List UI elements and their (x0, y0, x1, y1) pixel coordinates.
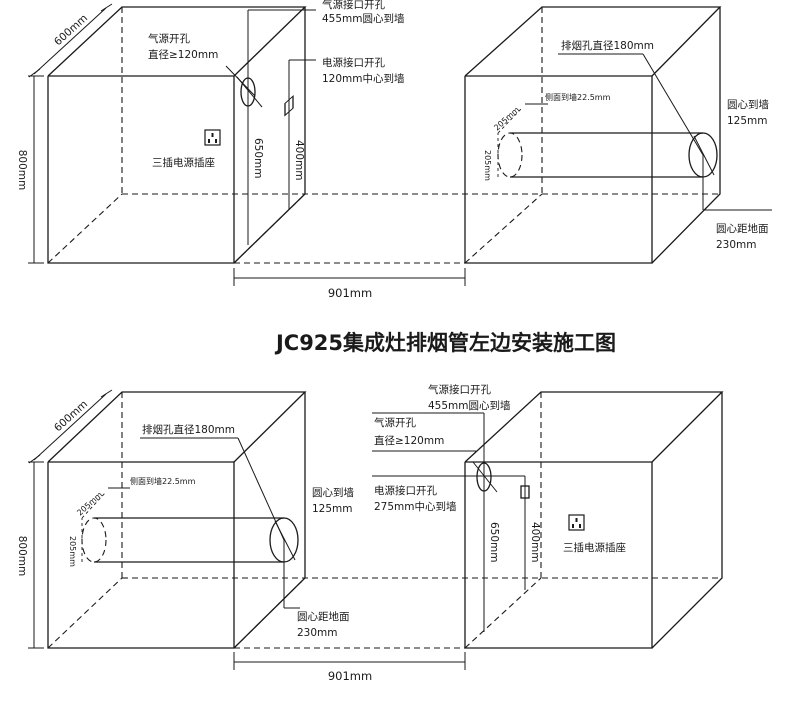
bottom-exhaust-label: 排烟孔直径180mm (142, 423, 235, 436)
top-gas-dia-label-2: 直径≥120mm (148, 48, 218, 61)
bottom-height-label: 800mm (16, 536, 28, 577)
top-center-floor-2: 230mm (716, 239, 757, 251)
top-side-wall-label: 侧面到墙22.5mm (545, 92, 611, 102)
top-center-wall-1: 圆心到墙 (727, 98, 769, 111)
bottom-400-label: 400mm (529, 522, 541, 563)
top-left-cube-front (47, 75, 235, 264)
bottom-center-wall-1: 圆心到墙 (312, 486, 354, 499)
bottom-center-floor-2: 230mm (297, 627, 338, 639)
top-right-cube-top (464, 6, 722, 77)
bottom-650-label: 650mm (488, 522, 500, 563)
top-floor-depth-right (464, 193, 543, 264)
bottom-side-wall-label: 侧面到墙22.5mm (130, 476, 196, 486)
top-power-label-1: 电源接口开孔 (322, 56, 385, 69)
bottom-center-wall-2: 125mm (312, 503, 353, 515)
top-height-label: 800mm (16, 150, 28, 191)
top-center-floor-1: 圆心距地面 (716, 222, 769, 235)
bottom-floor-depth-left (47, 577, 123, 649)
top-650-label: 650mm (252, 138, 264, 179)
bottom-gas-dia-label-1: 气源开孔 (374, 416, 416, 429)
top-gas-label-1: 气源接口开孔 (322, 0, 385, 11)
top-right-cube-side (651, 7, 721, 264)
top-diagram: 600mm 800mm 901mm 650mm 400mm 三插电源插座 (16, 0, 772, 300)
bottom-exhaust-pipe (81, 437, 300, 609)
top-gas-label-2: 455mm圆心到墙 (322, 12, 405, 25)
top-205-b: 205mm (483, 150, 492, 181)
top-floor-depth-left (47, 193, 123, 264)
bottom-diagram: 600mm 800mm 901mm 排烟孔直径180mm 侧面到墙22.5mm … (16, 383, 724, 683)
top-gas-dia-label-1: 气源开孔 (148, 32, 190, 45)
top-center-wall-2: 125mm (727, 115, 768, 127)
bottom-depth-label: 600mm (52, 398, 90, 434)
top-socket-icon (204, 129, 221, 146)
top-depth-dim-line (33, 7, 107, 75)
top-right-cube-front (464, 75, 653, 264)
top-exhaust-inner (497, 132, 523, 178)
bottom-power-label-1: 电源接口开孔 (374, 484, 437, 497)
bottom-width-label: 901mm (328, 669, 372, 683)
top-exhaust-label: 排烟孔直径180mm (561, 39, 654, 52)
bottom-205-b: 205mm (68, 536, 77, 567)
bottom-205-a: 205mm (75, 490, 104, 517)
top-gas-dia-leader (225, 65, 256, 97)
top-socket-label: 三插电源插座 (152, 156, 215, 169)
bottom-center-floor-1: 圆心距地面 (297, 610, 350, 623)
top-left-cube-side (233, 7, 306, 264)
top-left-cube-top (47, 6, 307, 77)
bottom-gas-dia-label-2: 直径≥120mm (374, 434, 444, 447)
top-exhaust-pipe (497, 53, 772, 211)
bottom-power-label-2: 275mm中心到墙 (374, 500, 457, 513)
bottom-gas-label-1: 气源接口开孔 (428, 383, 491, 396)
top-205-a: 205mm (492, 105, 521, 132)
bottom-gas-label-2: 455mm圆心到墙 (428, 399, 511, 412)
page-title: JC925集成灶排烟管左边安装施工图 (274, 331, 616, 355)
bottom-socket-icon (568, 514, 585, 531)
top-power-label-2: 120mm中心到墙 (322, 72, 405, 85)
top-width-label: 901mm (328, 286, 372, 300)
top-400-label: 400mm (293, 140, 305, 181)
bottom-socket-label: 三插电源插座 (563, 541, 626, 554)
top-exhaust-leader (642, 53, 704, 156)
